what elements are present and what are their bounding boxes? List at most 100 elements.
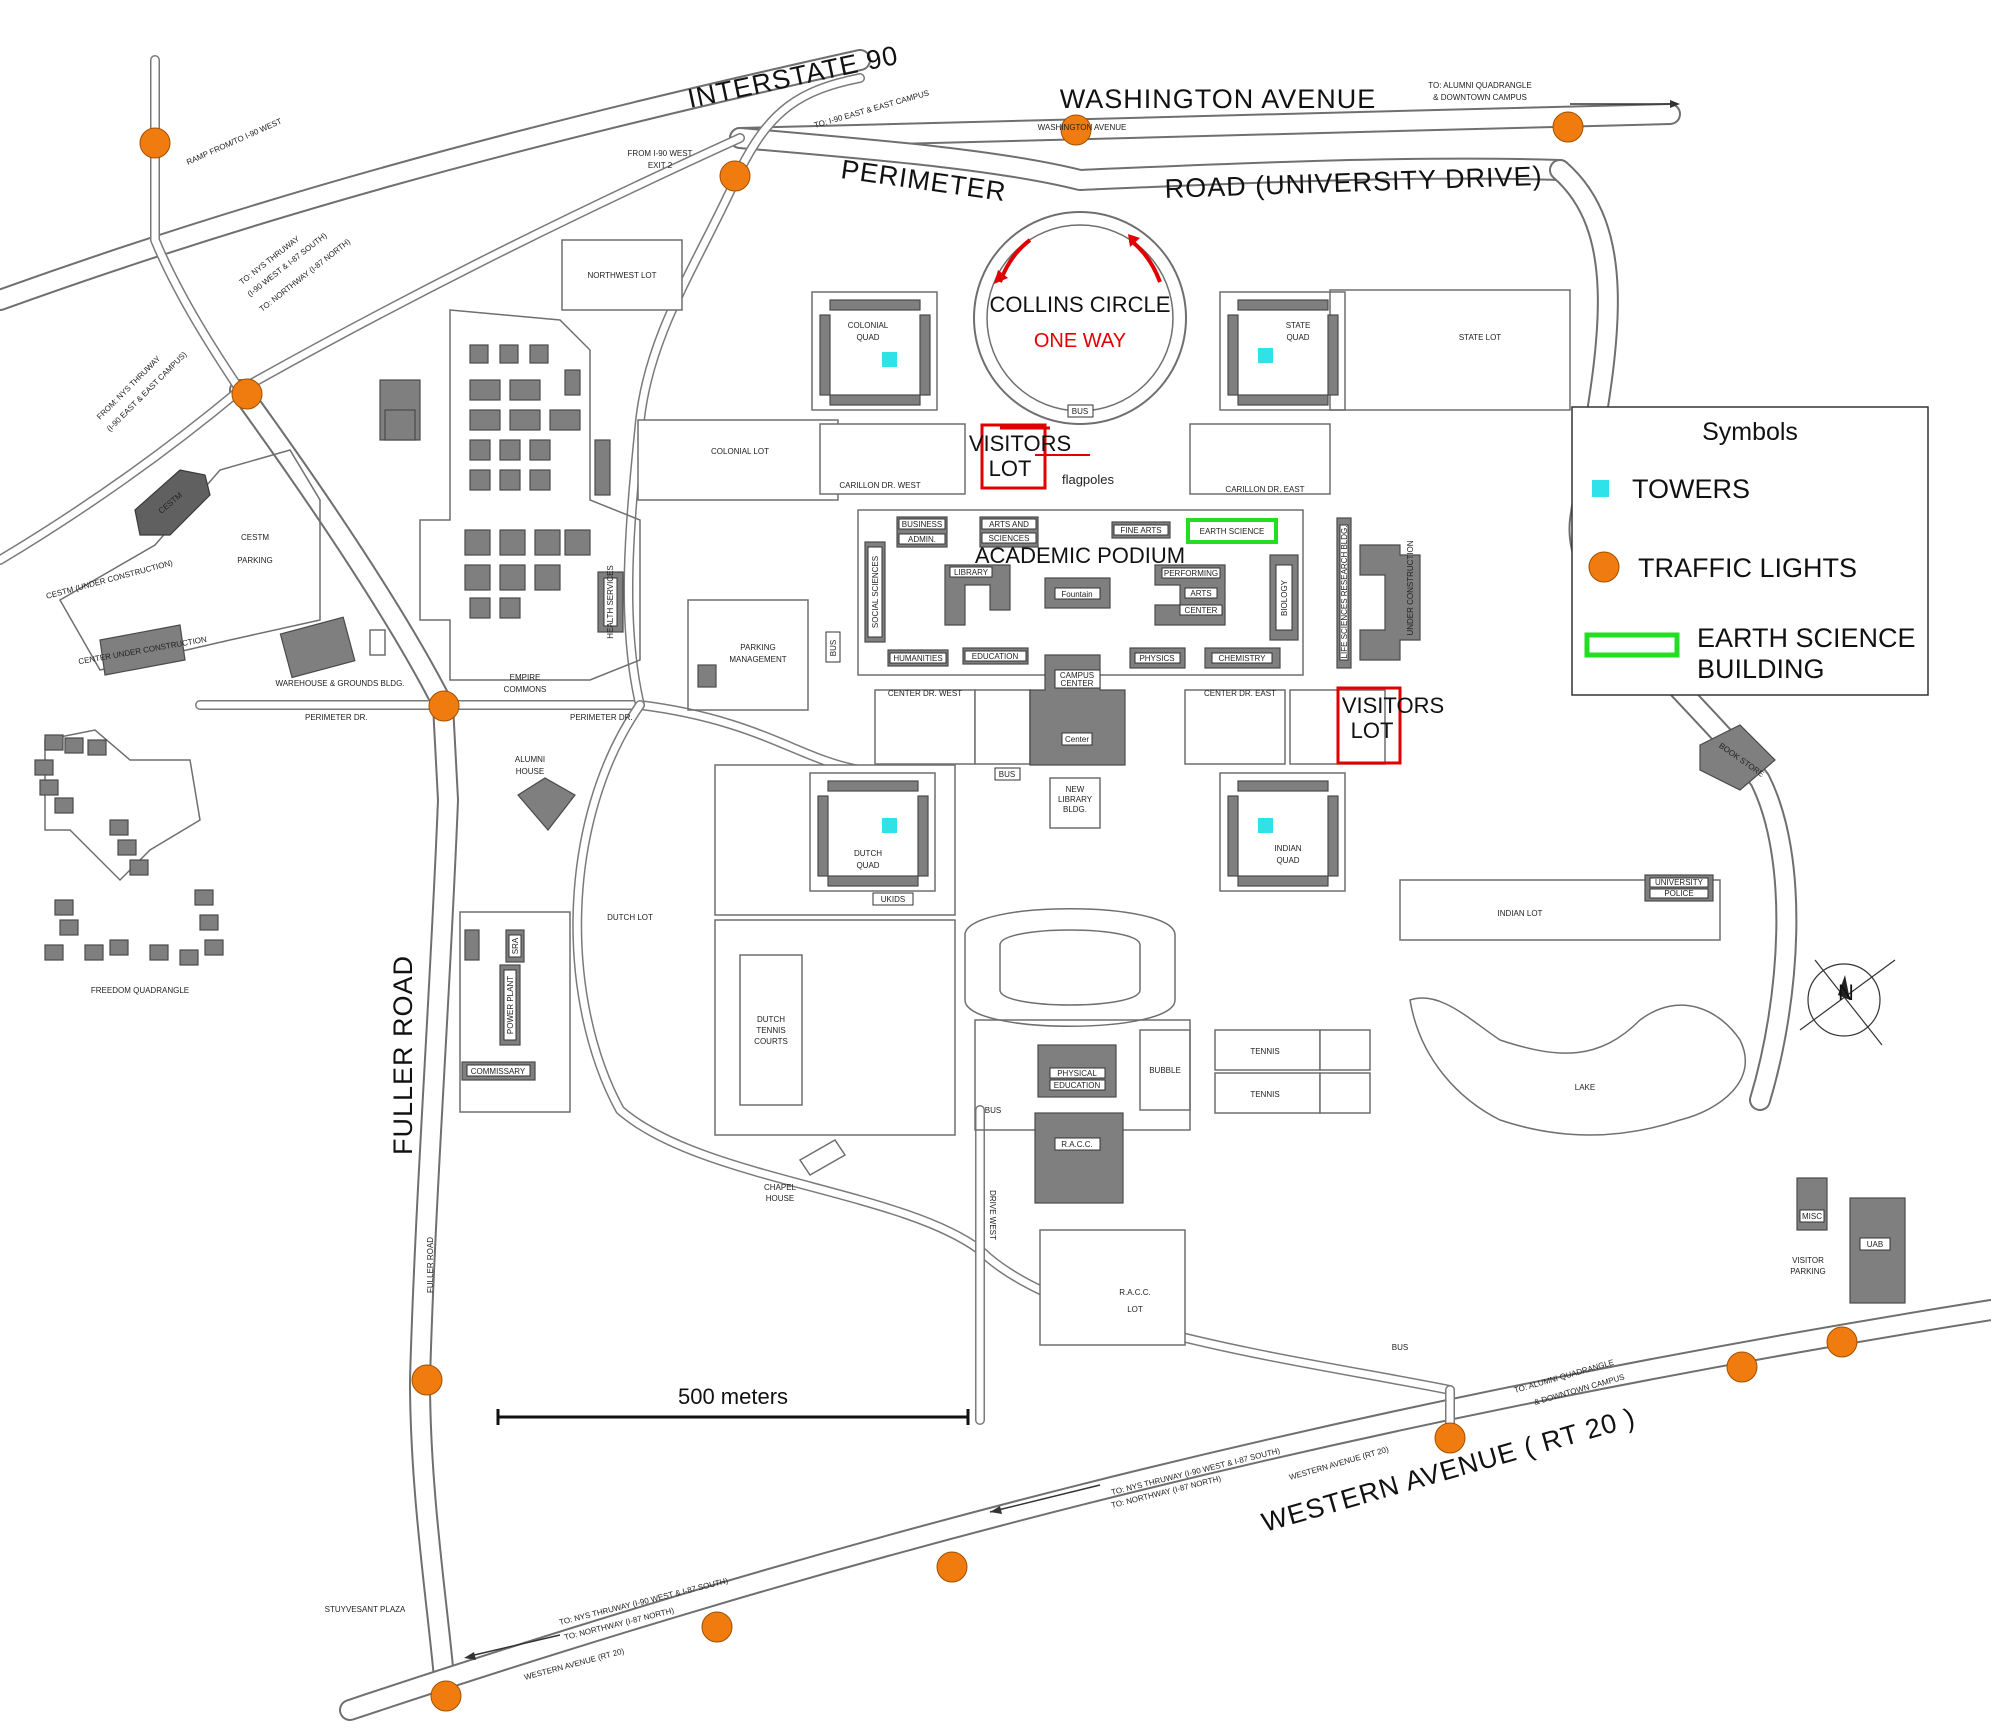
power-plant-area[interactable]: SRA POWER PLANT COMMISSARY [459, 911, 571, 1113]
washington-small-label: WASHINGTON AVENUE [1038, 123, 1127, 132]
physical-ed-a: PHYSICAL [1057, 1069, 1097, 1078]
university-police[interactable]: UNIVERSITY POLICE [1644, 874, 1714, 902]
cestm-label: CESTM [241, 533, 269, 542]
indian-quad[interactable]: INDIAN QUAD [1219, 772, 1346, 892]
power-plant-label: POWER PLANT [506, 976, 515, 1034]
state-lot[interactable] [1329, 289, 1571, 411]
traffic-light-icon[interactable] [139, 127, 171, 159]
earth-science-label: EARTH SCIENCE [1200, 527, 1265, 536]
academic-podium-label: ACADEMIC PODIUM [975, 543, 1185, 568]
police-a: UNIVERSITY [1655, 878, 1704, 887]
visitors-lot-north[interactable]: VISITORS LOT flagpoles [969, 423, 1115, 490]
from-i90-west-a: FROM I-90 WEST [628, 149, 693, 158]
tennis-court-2[interactable] [1214, 1072, 1321, 1114]
collins-circle[interactable]: COLLINS CIRCLE ONE WAY [973, 211, 1187, 425]
physics-label: PHYSICS [1139, 654, 1174, 663]
traffic-light-icon[interactable] [231, 378, 263, 410]
life-sciences-area[interactable]: LIFE SCIENCES RESEARCH BLDG. UNDER CONST… [1336, 517, 1421, 669]
parking-small-label: PARKING [237, 556, 272, 565]
traffic-light-icon[interactable] [1726, 1351, 1758, 1383]
tennis-court-1[interactable] [1214, 1029, 1321, 1071]
traffic-light-icon[interactable] [719, 160, 751, 192]
northwest-lot[interactable] [561, 239, 683, 311]
new-library-c: BLDG. [1063, 805, 1087, 814]
fuller-road-label: FULLER ROAD [388, 955, 418, 1155]
dutch-quad-label-a: DUTCH [854, 849, 882, 858]
bookstore[interactable]: BOOK STORE [1699, 724, 1776, 791]
parking-management[interactable]: PARKING MANAGEMENT [687, 599, 809, 711]
traffic-light-icon[interactable] [1552, 111, 1584, 143]
earth-science-building[interactable] [1186, 518, 1278, 544]
to-alumni-b: & DOWNTOWN CAMPUS [1433, 93, 1527, 102]
drive-west-label: DRIVE WEST [988, 1190, 997, 1240]
traffic-light-icon[interactable] [1826, 1326, 1858, 1358]
humanities-label: HUMANITIES [893, 654, 942, 663]
legend-towers: TOWERS [1632, 474, 1750, 504]
center-east-label: CENTER DR. EAST [1204, 689, 1276, 698]
health-services[interactable]: HEALTH SERVICES [597, 565, 624, 639]
empire-commons[interactable]: EMPIRE COMMONS [379, 309, 641, 694]
colonial-tower-icon [882, 352, 897, 367]
warehouse-label: WAREHOUSE & GROUNDS BLDG. [275, 679, 404, 688]
business-label: BUSINESS [902, 520, 942, 529]
chapel-house[interactable]: CHAPEL HOUSE [764, 1139, 847, 1203]
physical-ed-b: EDUCATION [1054, 1081, 1101, 1090]
traffic-light-icon[interactable] [701, 1611, 733, 1643]
racc-lot-label-a: R.A.C.C. [1119, 1288, 1151, 1297]
bus-5: BUS [1392, 1343, 1408, 1352]
scale-label: 500 meters [678, 1384, 788, 1409]
visitors-lot-south-b: LOT [1351, 718, 1394, 743]
dutch-tennis-a: DUTCH [757, 1015, 785, 1024]
traffic-light-icon[interactable] [1434, 1422, 1466, 1454]
alumni-house-b: HOUSE [516, 767, 544, 776]
colonial-quad-label-b: QUAD [856, 333, 879, 342]
freedom-quadrangle[interactable]: FREEDOM QUADRANGLE [34, 729, 224, 995]
new-library[interactable]: NEW LIBRARY BLDG. [1049, 777, 1101, 829]
tower-icon [1592, 480, 1609, 497]
lake[interactable]: LAKE [1409, 997, 1747, 1136]
visitors-lot-south[interactable]: VISITORS LOT [1336, 686, 1444, 765]
racc-lot[interactable] [1039, 1229, 1186, 1346]
visitor-parking-b: PARKING [1790, 1267, 1825, 1276]
traffic-light-icon[interactable] [428, 690, 460, 722]
state-quad[interactable]: STATE QUAD [1219, 291, 1346, 411]
visitor-parking-a: VISITOR [1792, 1256, 1824, 1265]
center-west-label: CENTER DR. WEST [888, 689, 962, 698]
traffic-light-icon[interactable] [411, 1364, 443, 1396]
alumni-house-a: ALUMNI [515, 755, 545, 764]
dutch-tennis-b: TENNIS [756, 1026, 785, 1035]
traffic-light-icon[interactable] [430, 1680, 462, 1712]
center-label: CENTER [1185, 606, 1218, 615]
campus-center[interactable]: CAMPUS CENTER Center [1029, 654, 1126, 766]
bubble-label: BUBBLE [1149, 1066, 1181, 1075]
fuller-small-label: FULLER ROAD [426, 1237, 435, 1293]
colonial-lot-label: COLONIAL LOT [711, 447, 769, 456]
colonial-lot[interactable] [637, 419, 839, 501]
state-quad-label-b: QUAD [1286, 333, 1309, 342]
library-label: LIBRARY [954, 568, 989, 577]
admin-label: ADMIN. [908, 535, 936, 544]
earth-science-legend-icon [1584, 632, 1680, 658]
carillon-east-label: CARILLON DR. EAST [1225, 485, 1304, 494]
traffic-light-icon[interactable] [936, 1551, 968, 1583]
athletic-area[interactable]: PHYSICAL EDUCATION BUBBLE R.A.C.C. [964, 908, 1191, 1204]
traffic-light-icon[interactable] [1060, 114, 1092, 146]
parking-lots: NORTHWEST LOT COLONIAL LOT STATE LOT CAR… [561, 239, 1721, 1346]
dutch-quad[interactable]: DUTCH QUAD UKIDS [809, 772, 936, 906]
washington-avenue-label: WASHINGTON AVENUE [1060, 84, 1377, 114]
visitors-lot-north-b: LOT [989, 456, 1032, 481]
indian-quad-label-b: QUAD [1276, 856, 1299, 865]
alumni-house[interactable]: ALUMNI HOUSE [515, 755, 576, 831]
bus-2: BUS [999, 770, 1015, 779]
misc-uab[interactable]: MISC UAB VISITOR PARKING [1790, 1177, 1906, 1304]
academic-podium[interactable]: BUSINESS ADMIN. ARTS AND SCIENCES FINE A… [857, 509, 1304, 676]
from-i90-west-b: EXIT 2 [648, 161, 673, 170]
parking-mgmt-a: PARKING [740, 643, 775, 652]
bus-4: BUS [985, 1106, 1001, 1115]
visitors-lot-south-a: VISITORS [1342, 693, 1444, 718]
indian-quad-label-a: INDIAN [1274, 844, 1301, 853]
dutch-tennis-courts[interactable] [739, 954, 803, 1106]
new-library-b: LIBRARY [1058, 795, 1093, 804]
under-construction-label: UNDER CONSTRUCTION [1406, 540, 1415, 635]
colonial-quad[interactable]: COLONIAL QUAD [811, 291, 938, 411]
